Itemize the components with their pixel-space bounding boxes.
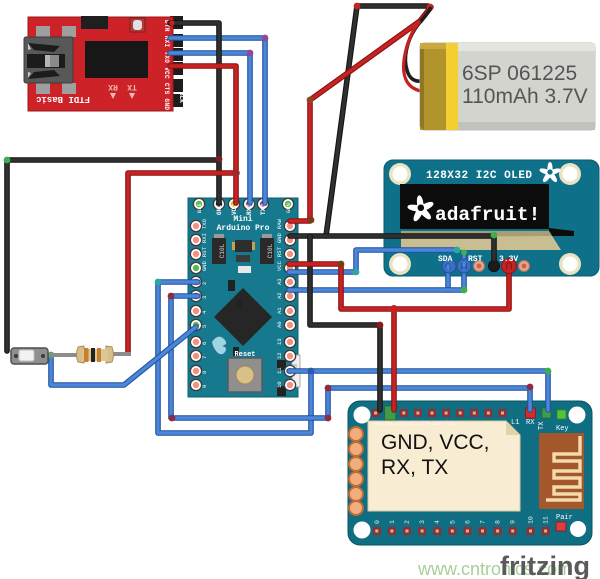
svg-text:GND, VCC,: GND, VCC, bbox=[381, 431, 490, 454]
svg-text:RAW: RAW bbox=[276, 218, 283, 229]
svg-text:RXI: RXI bbox=[201, 233, 208, 243]
svg-text:TX: TX bbox=[538, 421, 546, 430]
svg-text:13: 13 bbox=[276, 338, 283, 345]
svg-text:128X32 I2C OLED: 128X32 I2C OLED bbox=[426, 170, 533, 182]
svg-text:9: 9 bbox=[510, 520, 517, 524]
svg-text:GND: GND bbox=[216, 204, 223, 215]
svg-text:2: 2 bbox=[201, 282, 208, 285]
svg-text:A1: A1 bbox=[276, 307, 283, 314]
svg-text:Key: Key bbox=[556, 425, 569, 433]
svg-text:A2: A2 bbox=[276, 292, 283, 299]
svg-text:TXO: TXO bbox=[201, 218, 208, 229]
svg-text:8: 8 bbox=[201, 371, 208, 374]
svg-text:7: 7 bbox=[480, 520, 487, 524]
svg-text:C10L: C10L bbox=[219, 243, 226, 258]
svg-text:FTDI Basic: FTDI Basic bbox=[36, 94, 90, 104]
svg-text:RST: RST bbox=[276, 246, 283, 257]
svg-text:3.3V: 3.3V bbox=[499, 255, 518, 264]
svg-text:2: 2 bbox=[404, 520, 411, 524]
svg-text:GND: GND bbox=[201, 260, 208, 271]
svg-text:11: 11 bbox=[543, 516, 550, 524]
svg-text:adafruit!: adafruit! bbox=[435, 204, 540, 226]
svg-text:RST: RST bbox=[201, 246, 208, 257]
svg-text:9: 9 bbox=[201, 385, 208, 388]
svg-text:RX, TX: RX, TX bbox=[381, 456, 448, 479]
svg-text:4: 4 bbox=[434, 520, 441, 524]
svg-text:11: 11 bbox=[276, 367, 283, 374]
svg-text:TX: TX bbox=[127, 82, 137, 91]
svg-text:7: 7 bbox=[201, 356, 208, 359]
svg-text:RST: RST bbox=[468, 255, 483, 264]
svg-text:TXO: TXO bbox=[260, 204, 267, 215]
svg-text:RX: RX bbox=[108, 82, 118, 91]
svg-text:BLE: BLE bbox=[196, 202, 203, 213]
svg-text:GRN: GRN bbox=[285, 203, 292, 213]
svg-text:8: 8 bbox=[495, 520, 502, 524]
svg-text:VCC: VCC bbox=[276, 260, 283, 271]
svg-text:GND: GND bbox=[485, 277, 500, 286]
svg-text:10: 10 bbox=[528, 516, 535, 524]
svg-text:SDA: SDA bbox=[438, 255, 453, 264]
svg-text:DTR RXI TXO VCC CTS GND: DTR RXI TXO VCC CTS GND bbox=[163, 20, 170, 110]
svg-text:RXI: RXI bbox=[246, 204, 253, 215]
svg-text:Pair: Pair bbox=[556, 514, 573, 522]
svg-text:1: 1 bbox=[389, 520, 396, 524]
svg-text:VIN: VIN bbox=[515, 277, 530, 286]
svg-text:Mini: Mini bbox=[233, 215, 252, 224]
svg-text:A0: A0 bbox=[276, 321, 283, 328]
svg-text:C10L: C10L bbox=[267, 243, 274, 258]
svg-text:4: 4 bbox=[201, 310, 208, 314]
svg-text:12: 12 bbox=[276, 352, 283, 359]
svg-text:6: 6 bbox=[464, 520, 471, 524]
svg-text:10: 10 bbox=[276, 381, 283, 388]
svg-text:L1: L1 bbox=[511, 419, 519, 427]
svg-text:3: 3 bbox=[419, 520, 426, 524]
svg-text:VCC: VCC bbox=[231, 204, 238, 215]
svg-text:A3: A3 bbox=[276, 278, 283, 285]
svg-text:6SP 061225: 6SP 061225 bbox=[462, 62, 577, 85]
svg-text:5: 5 bbox=[201, 325, 208, 328]
svg-text:RX: RX bbox=[526, 419, 535, 427]
svg-text:BLK: BLK bbox=[178, 92, 185, 103]
svg-text:fritzing: fritzing bbox=[500, 551, 590, 579]
svg-text:3: 3 bbox=[201, 296, 208, 299]
svg-text:5: 5 bbox=[449, 520, 456, 524]
svg-text:0: 0 bbox=[374, 520, 381, 524]
svg-text:www.cntronics.com: www.cntronics.com bbox=[417, 559, 572, 579]
svg-text:Reset: Reset bbox=[234, 351, 255, 359]
svg-text:Arduino Pro: Arduino Pro bbox=[217, 224, 270, 233]
svg-text:GND: GND bbox=[276, 232, 283, 243]
svg-text:6: 6 bbox=[201, 342, 208, 345]
svg-text:110mAh 3.7V: 110mAh 3.7V bbox=[462, 85, 588, 108]
svg-text:GND VCC CTS RTS DTR DSR TX0: GND VCC CTS RTS DTR DSR TX0 bbox=[373, 421, 454, 427]
